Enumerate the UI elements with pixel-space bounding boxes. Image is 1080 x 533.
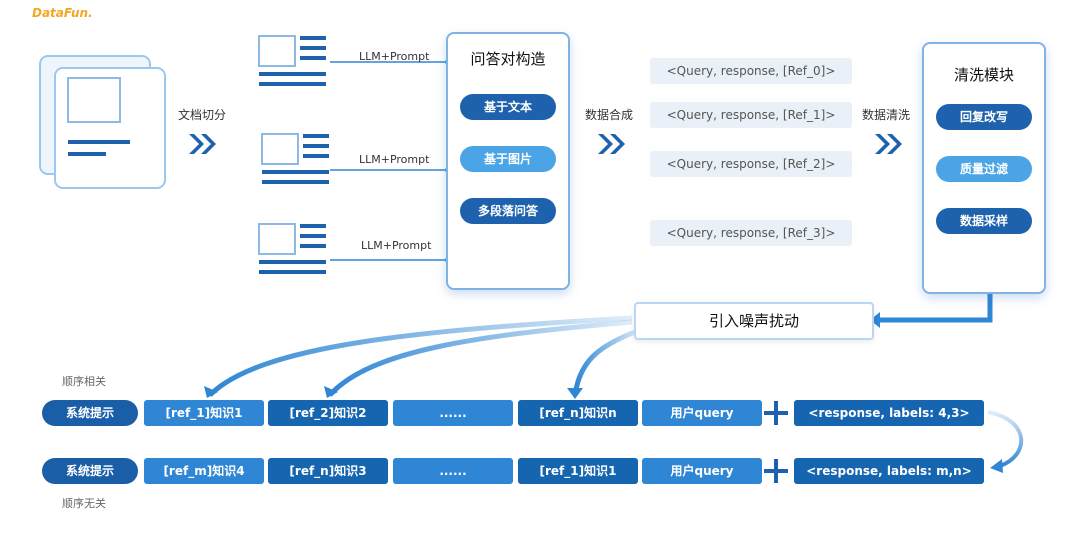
qa-construction-panel: 问答对构造 基于文本 基于图片 多段落问答 [446, 32, 570, 290]
chunk-icon-2 [261, 133, 329, 184]
tuple-ref-3: <Query, response, [Ref_3]> [650, 220, 852, 246]
chevron-icon-3 [875, 134, 902, 154]
noise-arrow-3 [572, 327, 641, 396]
tuple-ref-2: <Query, response, [Ref_2]> [650, 151, 852, 177]
tuple-ref-0: <Query, response, [Ref_0]> [650, 58, 852, 84]
clean-panel-title: 清洗模块 [953, 66, 1014, 84]
plus-icon-2 [764, 459, 788, 483]
qa-image-button: 基于图片 [460, 146, 556, 172]
doc-split-label: 文档切分 [178, 108, 227, 122]
row1-response-labels: <response, labels: 4,3> [794, 400, 984, 426]
llm-prompt-label-1: LLM+Prompt [359, 50, 430, 63]
row2-response-labels: <response, labels: m,n> [794, 458, 984, 484]
llm-prompt-label-3: LLM+Prompt [361, 239, 432, 252]
row-link-arrow [987, 410, 1024, 468]
tuple-ref-1: <Query, response, [Ref_1]> [650, 102, 852, 128]
row1-system-prompt: 系统提示 [42, 400, 138, 426]
order-independent-label: 顺序无关 [62, 497, 106, 510]
data-sampling-button: 数据采样 [936, 208, 1032, 234]
cleaning-module-panel: 清洗模块 回复改写 质量过滤 数据采样 [922, 42, 1046, 294]
row2-ellipsis: ...... [393, 458, 513, 484]
quality-filter-button: 质量过滤 [936, 156, 1032, 182]
document-stack-icon [39, 55, 166, 189]
row2-ref-1: [ref_1]知识1 [518, 458, 638, 484]
clean-label: 数据清洗 [862, 108, 911, 122]
row2-ref-n: [ref_n]知识3 [268, 458, 388, 484]
row1-ref-1: [ref_1]知识1 [144, 400, 264, 426]
row1-user-query: 用户query [642, 400, 762, 426]
row2-ref-m: [ref_m]知识4 [144, 458, 264, 484]
noise-injection-box: 引入噪声扰动 [634, 302, 874, 340]
chevron-icon-2 [598, 134, 625, 154]
datafun-logo: DataFun. [32, 6, 93, 20]
llm-prompt-label-2: LLM+Prompt [359, 153, 430, 166]
order-dependent-label: 顺序相关 [62, 375, 106, 388]
row1-ref-2: [ref_2]知识2 [268, 400, 388, 426]
qa-panel-title: 问答对构造 [470, 50, 546, 68]
chunk-icon-1 [258, 35, 326, 86]
chunk-icon-3 [258, 223, 326, 274]
clean-to-noise-arrow [880, 292, 993, 323]
row2-user-query: 用户query [642, 458, 762, 484]
row1-ellipsis: ...... [393, 400, 513, 426]
noise-arrow-1 [208, 315, 633, 397]
row2-system-prompt: 系统提示 [42, 458, 138, 484]
qa-multipara-button: 多段落问答 [460, 198, 556, 224]
rewrite-button: 回复改写 [936, 104, 1032, 130]
noise-arrow-2 [328, 319, 633, 397]
qa-text-button: 基于文本 [460, 94, 556, 120]
synthesis-label: 数据合成 [585, 108, 634, 122]
row1-ref-n: [ref_n]知识n [518, 400, 638, 426]
plus-icon-1 [764, 401, 788, 425]
chevron-icon-1 [189, 134, 216, 154]
